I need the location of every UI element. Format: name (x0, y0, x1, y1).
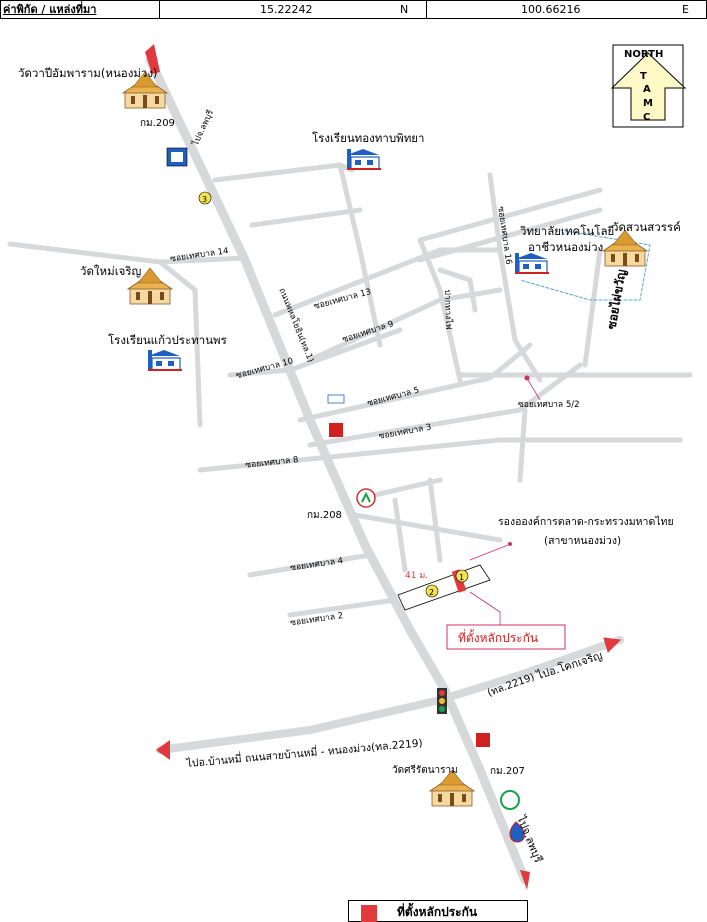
compass-letter-t: T (640, 71, 647, 82)
arrow-west-icon (156, 740, 170, 760)
soi-5-label: ซอยเทศบาล 5 (366, 385, 420, 408)
soi-mai-road (582, 247, 603, 368)
school-kaew-label: โรงเรียนแก้วประทานพร (108, 333, 227, 347)
km-207-label: กม.207 (490, 766, 525, 777)
market-office-label: รองอองค์การตลาด-กระทรวงมหาดไทย (498, 515, 674, 528)
marker-1: 1 (459, 573, 464, 582)
soi-4-road (247, 552, 373, 578)
site-callout-label: ที่ตั้งหลักประกัน (458, 629, 538, 645)
traffic-light-icon (437, 688, 447, 714)
marker-3-dot (198, 191, 212, 205)
pak-lak-road (417, 237, 463, 383)
soi-5-2-road (517, 362, 583, 413)
school-kaew-icon (147, 349, 183, 372)
compass-north-label: NORTH (624, 49, 663, 60)
arrow-north-icon (145, 44, 160, 74)
market-dot (508, 542, 512, 546)
soi-4-label: ซอยเทศบาล 4 (290, 556, 344, 573)
pak-lak-label: ปากทางไฟ (442, 289, 454, 330)
college-label-2: อาชีวหนองม่วง (528, 240, 603, 254)
soi-5-2-dot (524, 375, 530, 381)
road-north-a (212, 162, 355, 183)
arrow-east-icon (603, 637, 622, 653)
distance-label: 41 ม. (405, 571, 428, 581)
soi-2-road (287, 597, 398, 618)
route-2219 (156, 636, 624, 754)
temple-suan-label: วัดสวนสวรรค์ (612, 220, 681, 234)
school-thongthap-icon (346, 148, 382, 171)
map-legend: ที่ตั้งหลักประกัน (348, 900, 528, 922)
soi-5-2-pointer (527, 379, 541, 401)
highway-1 (145, 55, 530, 885)
college-label-1: วิทยาลัยเทคโนโลยี (519, 224, 614, 238)
km-209-sign-inner (171, 152, 183, 162)
temple-mai-label: วัดใหม่เจริญ (80, 264, 142, 278)
to-lopburi-north-label: ไปจ.ลพบุรี (190, 108, 217, 149)
soi-13-road (272, 247, 503, 318)
north-compass: NORTH T A M C (610, 44, 687, 128)
road-market-c (352, 512, 503, 543)
road-east-b (417, 207, 603, 263)
road-east-a (417, 187, 603, 243)
km-208-label: กม.208 (307, 510, 342, 521)
store-icon-b (476, 733, 490, 747)
soi-3-label: ซอยเทศบาล 3 (378, 423, 432, 442)
bank-leaf (361, 491, 371, 503)
arrow-south-icon (520, 870, 530, 890)
collateral-site: 1 2 41 ม. (397, 564, 491, 611)
legend-swatch (361, 905, 377, 922)
compass-letter-m: M (643, 98, 653, 109)
soi-8-label: ซอยเทศบาล 8 (245, 455, 299, 471)
coordinate-header: ค่าพิกัด / แหล่งที่มา 15.22242 N 100.662… (0, 0, 707, 20)
direction-arrows (145, 44, 622, 890)
road-west-a (157, 259, 203, 428)
fuel-flame-icon (509, 821, 525, 843)
road-south-a (517, 407, 528, 483)
gas-station-icon (500, 790, 520, 810)
km-209-label: กม.209 (140, 118, 175, 129)
compass-letter-a: A (643, 84, 651, 95)
km-208-marker: กม.208 (307, 488, 376, 521)
km-209-marker: กม.209 (140, 118, 188, 167)
latitude-value: 15.22242 (260, 3, 313, 16)
road-market-a (392, 497, 408, 573)
soi-3-road (307, 407, 523, 448)
tesco-icon (327, 394, 345, 404)
soi-10-road (227, 327, 403, 378)
site-callout-line (469, 591, 501, 625)
temple-wapi-label: วัดวาปีอัมพาราม(หนองม่วง) (18, 66, 157, 80)
legend-label: ที่ตั้งหลักประกัน (397, 905, 478, 919)
soi-5-road (297, 342, 533, 423)
site-callout-box (446, 624, 566, 650)
longitude-direction: E (682, 3, 689, 16)
soi-mai-label: ซอยไผ่ขวัญ (603, 268, 628, 330)
college-icon (514, 252, 550, 275)
marker-2: 2 (429, 588, 434, 597)
road-market-b (427, 477, 443, 563)
road-north-c (337, 162, 383, 348)
store-icon-a (329, 423, 343, 437)
market-branch-label: (สาขาหนองม่วง) (544, 535, 621, 547)
compass-letter-c: C (643, 112, 650, 123)
temple-sri-label: วัดศรีรัตนาราม (392, 764, 458, 776)
latitude-cell: 15.22242 N (159, 0, 427, 19)
soi-5-2-label: ซอยเทศบาล 5/2 (518, 400, 580, 410)
soi-8-road (197, 437, 683, 473)
latitude-direction: N (400, 3, 409, 16)
school-thongthap-label: โรงเรียนทองทาบพิทยา (312, 131, 424, 145)
road-north-b (249, 207, 363, 228)
road-loop (437, 267, 478, 313)
road-network (7, 55, 693, 885)
market-pointer (469, 544, 509, 561)
km-207-marker: กม.207 (490, 766, 525, 843)
longitude-value: 100.66216 (521, 3, 581, 16)
soi-16-road (487, 172, 543, 383)
marker-3: 3 (202, 195, 207, 204)
bank-icon (356, 488, 376, 508)
